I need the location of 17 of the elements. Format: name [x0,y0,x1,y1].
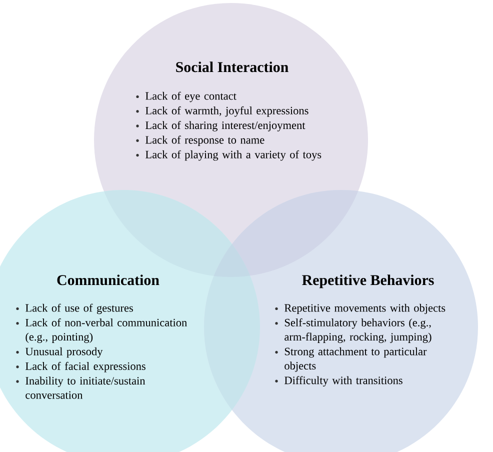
bullet-item: Lack of warmth, joyful expressions [146,106,308,117]
bullet-item: Strong attachment to particular objects [284,347,427,372]
bullet-item: Lack of non-verbal communication (e.g., pointing) [26,318,187,343]
bullet-item: Self-stimulatory behaviors (e.g., arm-flapping, rocking, jumping) [284,318,432,343]
bullet-item: Lack of sharing interest/enjoyment [146,121,306,132]
bullet-item: Unusual prosody [25,347,103,358]
bullet-item: Lack of use of gestures [26,304,133,314]
circle-heading: Social Interaction [176,62,288,72]
bullet-item: Repetitive movements with objects [284,304,446,314]
bullet-item: Difficulty with transitions [284,376,402,387]
circle-heading: Repetitive Behaviors [302,274,434,288]
bullet-item: Lack of eye contact [146,92,236,102]
bullet-item: Lack of playing with a variety of toys [146,150,322,161]
bullet-item: Lack of response to name [146,136,264,146]
bullet-item: Lack of facial expressions [26,362,146,372]
circle-heading: Communication [57,274,160,286]
bullet-item: Inability to initiate/sustain conversation [26,376,146,399]
